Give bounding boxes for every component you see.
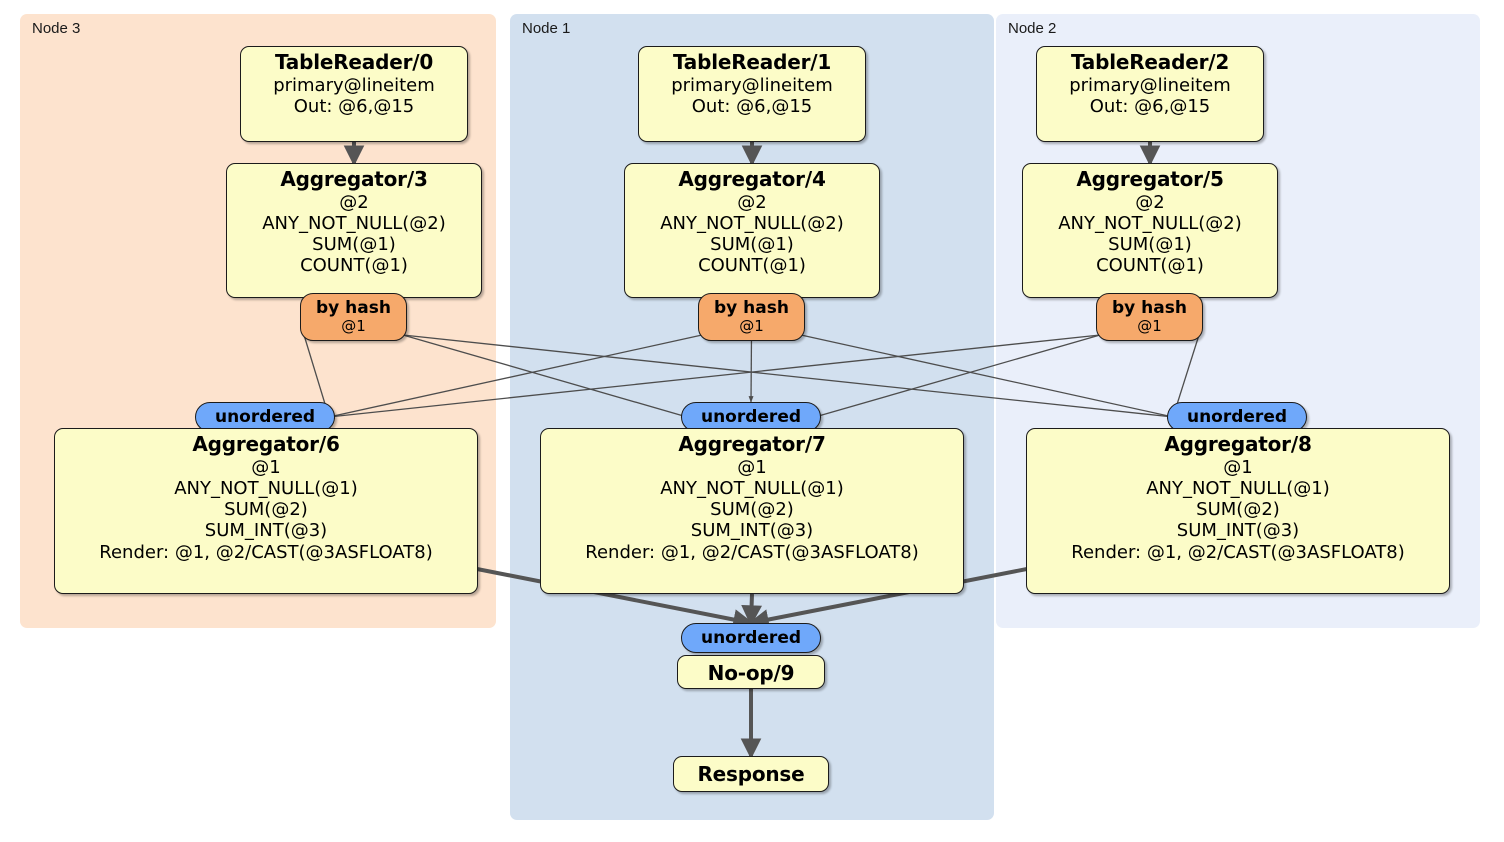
- unordered-label: unordered: [700, 627, 802, 648]
- node-title: Aggregator/7: [678, 432, 826, 456]
- node-byhash4[interactable]: by hash@1: [698, 293, 805, 341]
- hash-title: by hash: [316, 298, 391, 319]
- node-detail-line: SUM(@2): [224, 499, 308, 521]
- node-detail-line: ANY_NOT_NULL(@2): [262, 212, 446, 234]
- node-title: Response: [697, 762, 805, 786]
- node-unordered6[interactable]: unordered: [195, 402, 335, 432]
- hash-title: by hash: [714, 298, 789, 319]
- node-title: TableReader/0: [274, 50, 434, 74]
- node-detail-line: @2: [339, 191, 369, 213]
- node-detail-line: @2: [1135, 191, 1165, 213]
- unordered-label: unordered: [700, 406, 802, 427]
- node-detail-line: Out: @6,@15: [1089, 95, 1211, 117]
- node-detail-line: SUM(@1): [710, 234, 794, 256]
- node-detail-line: primary@lineitem: [273, 74, 435, 96]
- node-detail-line: ANY_NOT_NULL(@2): [1058, 212, 1242, 234]
- node-byhash5[interactable]: by hash@1: [1096, 293, 1203, 341]
- unordered-label: unordered: [214, 406, 316, 427]
- node-detail-line: @1: [251, 456, 281, 478]
- node-title: TableReader/2: [1070, 50, 1230, 74]
- node-detail-line: @1: [737, 456, 767, 478]
- hash-subtitle: @1: [739, 317, 764, 336]
- node-detail-line: SUM_INT(@3): [204, 520, 328, 542]
- hash-subtitle: @1: [1137, 317, 1162, 336]
- node-title: TableReader/1: [672, 50, 832, 74]
- node-detail-line: primary@lineitem: [671, 74, 833, 96]
- node-unordered9[interactable]: unordered: [681, 623, 821, 653]
- node-response[interactable]: Response: [673, 756, 829, 792]
- panel-label-node1: Node 1: [522, 20, 571, 37]
- node-detail-line: ANY_NOT_NULL(@1): [660, 477, 844, 499]
- node-unordered7[interactable]: unordered: [681, 402, 821, 432]
- node-detail-line: primary@lineitem: [1069, 74, 1231, 96]
- node-unordered8[interactable]: unordered: [1167, 402, 1307, 432]
- node-title: Aggregator/6: [192, 432, 340, 456]
- node-title: No-op/9: [707, 661, 795, 685]
- node-detail-line: @2: [737, 191, 767, 213]
- hash-subtitle: @1: [341, 317, 366, 336]
- panel-label-node2: Node 2: [1008, 20, 1057, 37]
- hash-title: by hash: [1112, 298, 1187, 319]
- node-detail-line: Render: @1, @2/CAST(@3ASFLOAT8): [585, 541, 919, 563]
- node-detail-line: ANY_NOT_NULL(@2): [660, 212, 844, 234]
- node-detail-line: COUNT(@1): [1096, 255, 1204, 277]
- node-detail-line: ANY_NOT_NULL(@1): [174, 477, 358, 499]
- node-detail-line: SUM(@2): [710, 499, 794, 521]
- node-detail-line: SUM(@1): [312, 234, 396, 256]
- node-title: Aggregator/3: [280, 167, 428, 191]
- node-detail-line: Out: @6,@15: [293, 95, 415, 117]
- node-detail-line: COUNT(@1): [300, 255, 408, 277]
- node-title: Aggregator/4: [678, 167, 826, 191]
- node-noop9[interactable]: No-op/9: [677, 655, 825, 689]
- node-detail-line: Render: @1, @2/CAST(@3ASFLOAT8): [99, 541, 433, 563]
- node-detail-line: SUM_INT(@3): [690, 520, 814, 542]
- unordered-label: unordered: [1186, 406, 1288, 427]
- node-detail-line: @1: [1223, 456, 1253, 478]
- node-detail-line: Render: @1, @2/CAST(@3ASFLOAT8): [1071, 541, 1405, 563]
- node-detail-line: SUM(@2): [1196, 499, 1280, 521]
- node-title: Aggregator/8: [1164, 432, 1312, 456]
- node-detail-line: ANY_NOT_NULL(@1): [1146, 477, 1330, 499]
- node-detail-line: SUM_INT(@3): [1176, 520, 1300, 542]
- panel-label-node3: Node 3: [32, 20, 81, 37]
- node-byhash3[interactable]: by hash@1: [300, 293, 407, 341]
- node-detail-line: Out: @6,@15: [691, 95, 813, 117]
- node-title: Aggregator/5: [1076, 167, 1224, 191]
- node-detail-line: SUM(@1): [1108, 234, 1192, 256]
- node-detail-line: COUNT(@1): [698, 255, 806, 277]
